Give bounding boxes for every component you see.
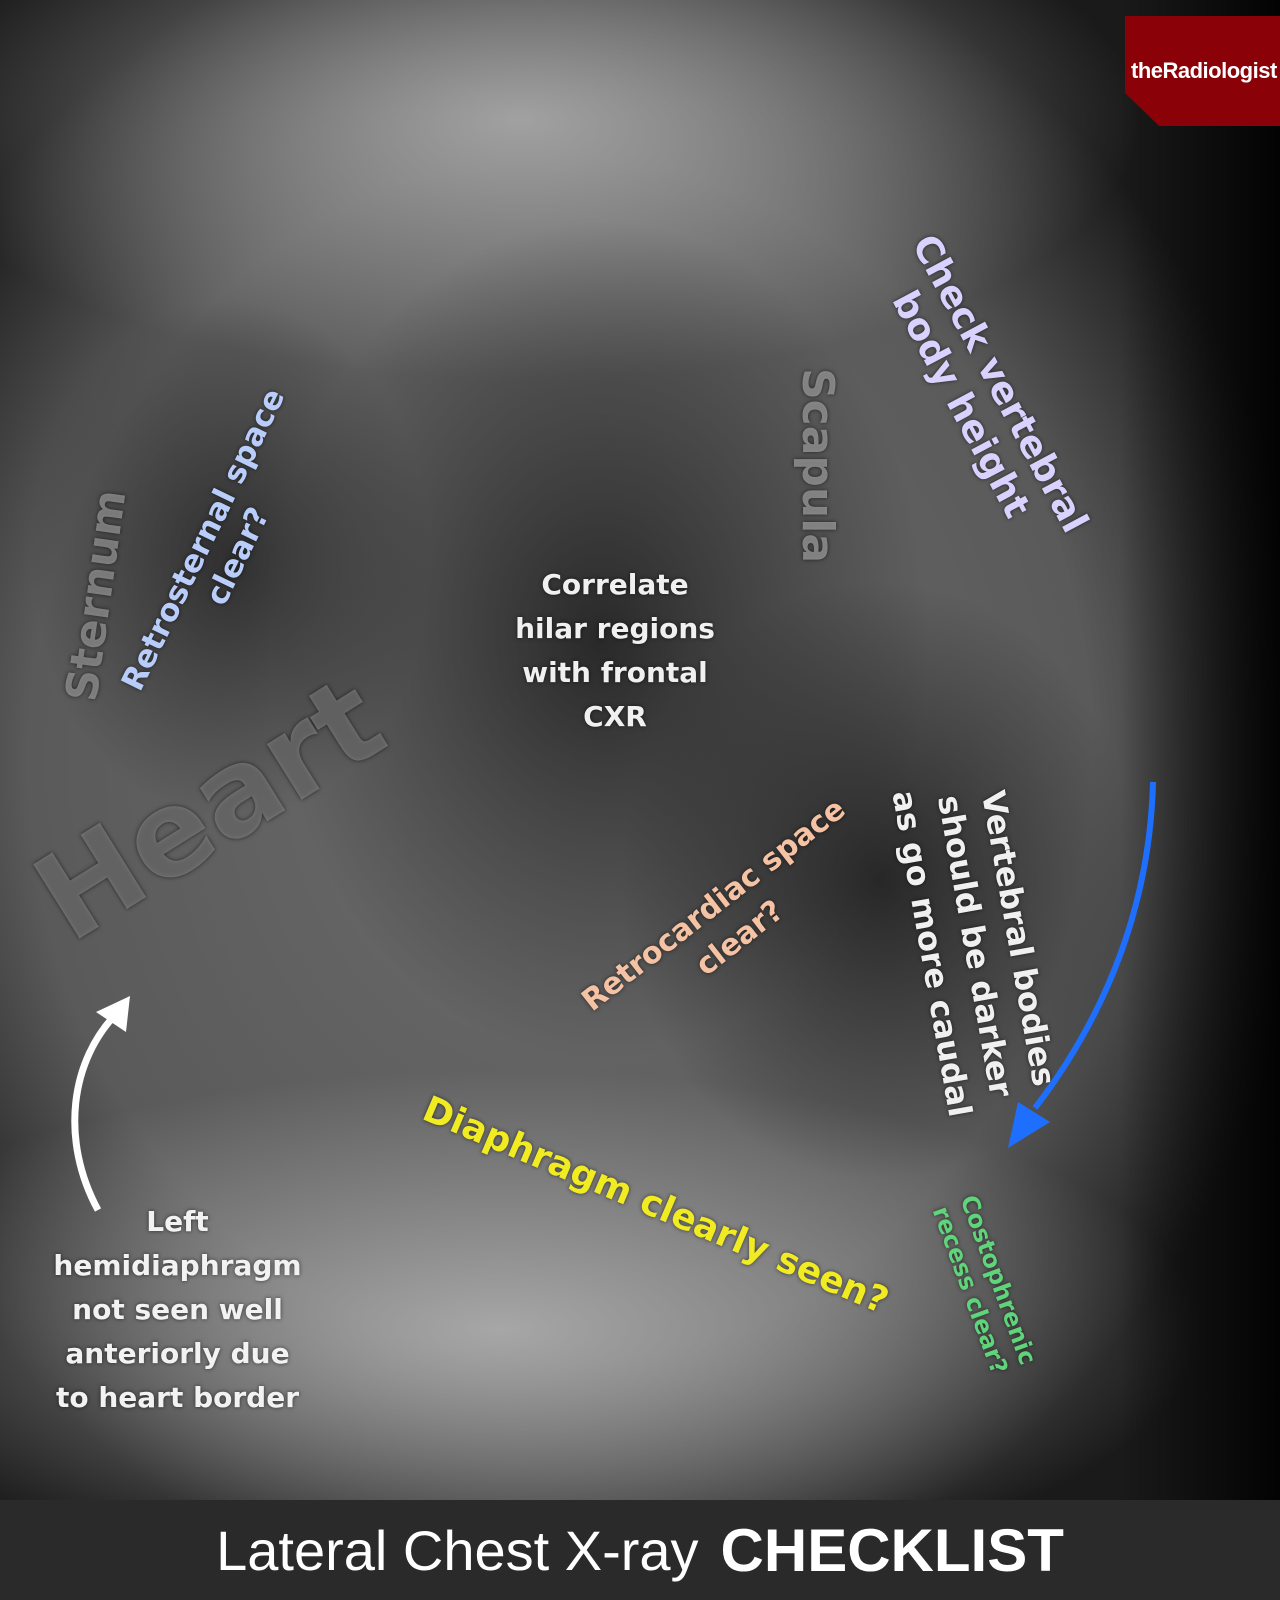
logo-text: theRadiologist <box>1131 58 1277 83</box>
footer-title-bar: Lateral Chest X-ray CHECKLIST <box>0 1500 1280 1600</box>
logo: theRadiologist <box>1125 16 1280 126</box>
image-shadow <box>1120 0 1280 1500</box>
footer-title: Lateral Chest X-ray <box>216 1518 699 1582</box>
footer-emphasis: CHECKLIST <box>720 1516 1064 1584</box>
scapula-label: Scapula <box>792 367 844 564</box>
